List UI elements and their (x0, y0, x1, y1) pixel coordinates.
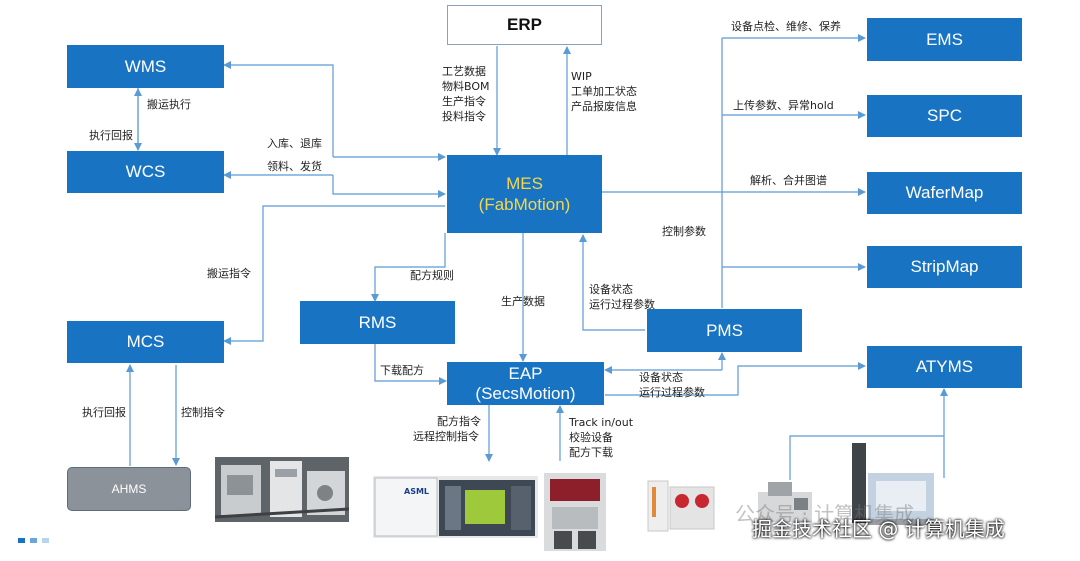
pms-label: PMS (706, 320, 743, 340)
mcs-control-cmd-label: 控制指令 (181, 406, 225, 419)
label-line: 设备状态 (589, 283, 633, 296)
wcs-wms-report-label: 执行回报 (89, 129, 133, 142)
download-recipe-label: 下载配方 (380, 364, 424, 377)
mes-box: MES (FabMotion) (447, 155, 602, 233)
rms-label: RMS (358, 312, 397, 332)
transport-robot-image (215, 457, 349, 522)
wms-label: WMS (124, 56, 167, 76)
lithography-tool-image (373, 476, 538, 538)
pick-ship-label: 领料、发货 (267, 160, 322, 173)
mes-label: MES (506, 174, 543, 193)
rms-box: RMS (300, 301, 455, 344)
eap-status-params-label: 设备状态 运行过程参数 (639, 370, 705, 400)
transport-robot-photo (215, 457, 349, 522)
atyms-label: ATYMS (915, 357, 974, 376)
asml-logo: ASML (404, 487, 430, 496)
wcs-box: WCS (67, 151, 224, 193)
rms-to-eap-arrow (374, 344, 447, 385)
label-line: 运行过程参数 (639, 386, 705, 399)
label-line: 产品报废信息 (571, 100, 637, 113)
wcs-label: WCS (125, 162, 166, 181)
eap-label: EAP (508, 363, 543, 383)
recipe-rule-label: 配方规则 (410, 269, 454, 282)
production-data-label: 生产数据 (501, 295, 545, 308)
mes-to-erp-label: WIP 工单加工状态 产品报废信息 (571, 69, 637, 114)
in-out-storage-label: 入库、退库 (267, 137, 322, 150)
control-params-label: 控制参数 (662, 225, 706, 238)
label-line: 工艺数据 (442, 65, 486, 78)
eap-to-atyms-arrow (605, 362, 866, 396)
wcs-to-mes-arrow (332, 175, 446, 198)
label-line: 校验设备 (569, 431, 613, 444)
eap-sub-label: (SecsMotion) (475, 383, 576, 403)
inspection-tool-image (758, 482, 812, 522)
eap-box: EAP (SecsMotion) (447, 362, 604, 405)
wms-box: WMS (67, 45, 224, 88)
track-in-out-label: Track in/out 校验设备 配方下载 (569, 415, 633, 460)
label-line: Track in/out (569, 416, 634, 429)
label-line: 投料指令 (442, 110, 486, 123)
label-line: 配方指令 (437, 415, 481, 428)
slide-dot (42, 538, 49, 543)
mes-to-mcs-arrow (223, 205, 445, 345)
spc-label: SPC (927, 106, 962, 125)
atyms-to-equipment-arrow (789, 435, 945, 480)
stripmap-box: StripMap (867, 246, 1022, 288)
test-handler-image (544, 473, 606, 551)
parse-merge-map-label: 解析、合并图谱 (750, 174, 827, 187)
ems-label: EMS (926, 29, 963, 49)
slide-dot (30, 538, 37, 543)
wafer-prober-photo (646, 477, 716, 534)
ems-box: EMS (867, 18, 1022, 61)
wafer-prober-image (647, 480, 715, 532)
ahms-box: AHMS (67, 467, 191, 511)
wms-wcs-dispatch-label: 搬运执行 (147, 98, 191, 111)
erp-to-mes-label: 工艺数据 物料BOM 生产指令 投料指令 (442, 64, 490, 124)
label-line: 设备状态 (639, 371, 683, 384)
test-handler-photo (540, 473, 610, 551)
mcs-box: MCS (67, 321, 224, 363)
mcs-exec-report-label: 执行回报 (82, 406, 126, 419)
erp-box: ERP (447, 5, 602, 45)
slide-indicator (18, 538, 49, 543)
assembly-tool-photo (848, 443, 936, 527)
equip-status-params-label: 设备状态 运行过程参数 (589, 282, 655, 312)
label-line: 远程控制指令 (413, 430, 479, 443)
mes-to-rms-arrow (371, 233, 446, 302)
mes-to-wms-arrow (223, 61, 334, 157)
pms-box: PMS (647, 309, 802, 352)
label-line: 运行过程参数 (589, 298, 655, 311)
erp-label: ERP (507, 15, 542, 34)
atyms-box: ATYMS (867, 346, 1022, 388)
mes-sub-label: (FabMotion) (478, 195, 571, 214)
inspection-tool-photo (750, 478, 820, 526)
label-line: WIP (571, 70, 592, 83)
upload-params-label: 上传参数、异常hold (733, 99, 834, 112)
transport-cmd-label: 搬运指令 (207, 267, 251, 280)
wafermap-label: WaferMap (905, 183, 984, 202)
slide-dot-active (18, 538, 25, 543)
lithography-tool-photo: ASML (373, 470, 538, 538)
label-line: 配方下载 (569, 446, 613, 459)
ahms-label: AHMS (111, 482, 147, 496)
mcs-label: MCS (126, 332, 165, 351)
pms-to-mes-arrow (579, 234, 645, 331)
assembly-tool-image (852, 443, 934, 525)
spc-box: SPC (867, 95, 1022, 137)
watermark-faint: 公众号 · 计算机集成 (735, 502, 915, 526)
equip-maintenance-label: 设备点检、维修、保养 (731, 20, 841, 33)
label-line: 生产指令 (442, 95, 486, 108)
label-line: 物料BOM (442, 80, 490, 93)
label-line: 工单加工状态 (571, 85, 637, 98)
wafermap-box: WaferMap (867, 172, 1022, 214)
eap-recipe-cmd-label: 配方指令 远程控制指令 (413, 414, 481, 444)
watermark-main: 掘金技术社区 @ 计算机集成 (752, 517, 1005, 541)
stripmap-label: StripMap (910, 257, 979, 276)
